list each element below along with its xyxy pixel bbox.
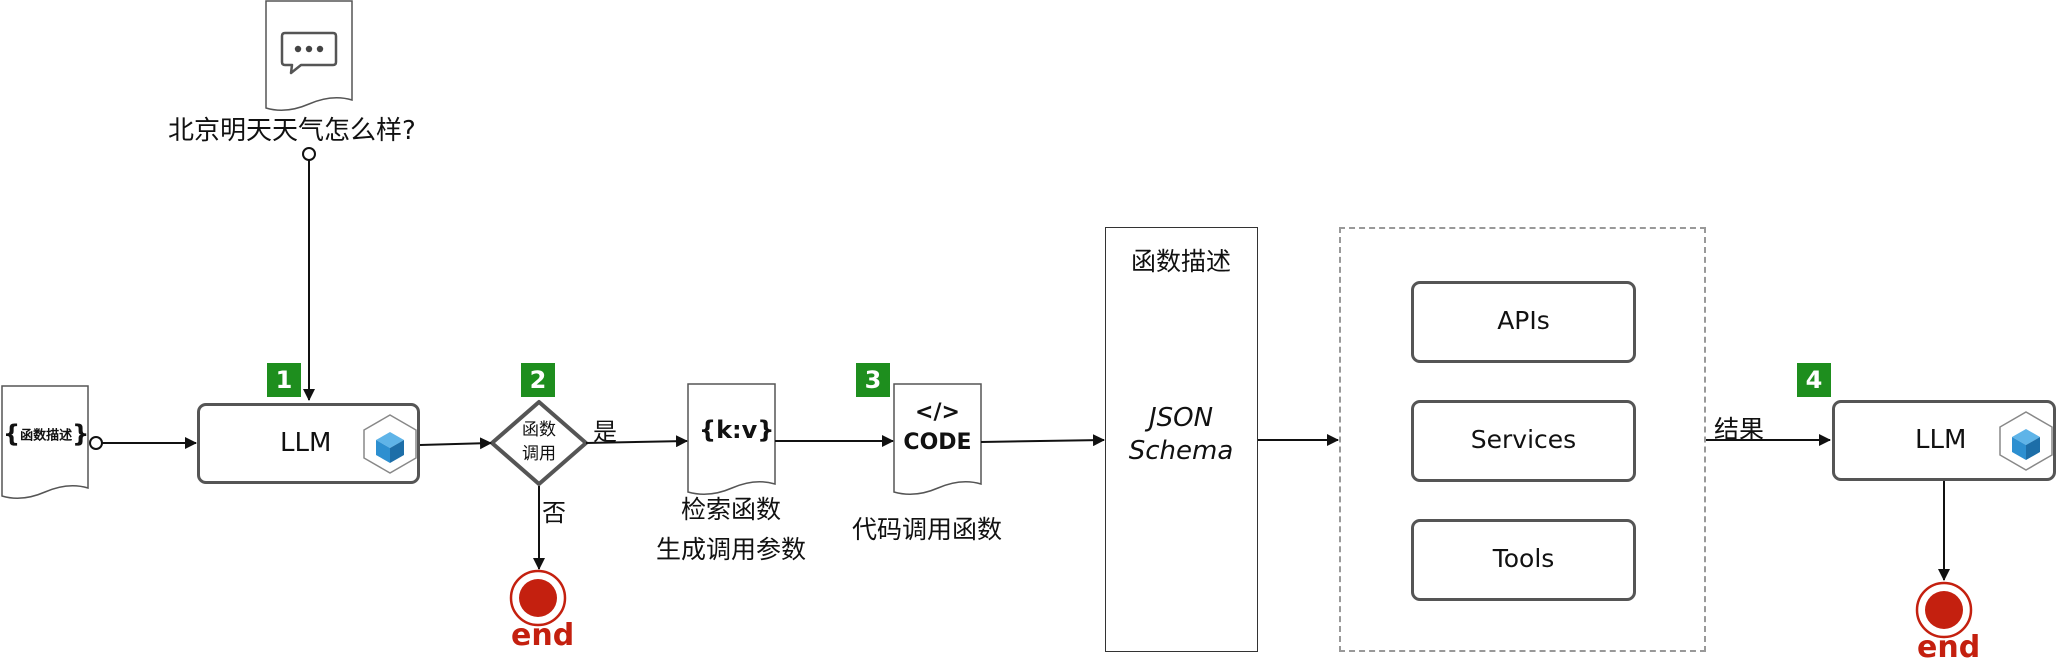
code-doc-label: </> CODE <box>894 398 981 458</box>
schema-panel: 函数描述 JSON Schema <box>1105 227 1258 652</box>
result-label: 结果 <box>1714 415 1765 444</box>
edge-code-to-schema <box>980 434 1105 447</box>
services-box: Services <box>1411 400 1636 482</box>
schema-panel-body: JSON Schema <box>1106 402 1256 468</box>
step-badge-4: 4 <box>1797 363 1831 397</box>
step-badge-2: 2 <box>521 363 555 397</box>
schema-body-line1: JSON <box>1148 403 1214 433</box>
apis-box: APIs <box>1411 281 1636 363</box>
question-connector-dot <box>302 147 316 161</box>
step-badge-1: 1 <box>267 363 301 397</box>
schema-panel-title: 函数描述 <box>1130 247 1231 276</box>
step-badge-3: 3 <box>856 363 890 397</box>
cube-icon <box>1999 411 2053 471</box>
services-label: Services <box>1470 425 1577 454</box>
decision-label: 函数 调用 <box>509 418 569 466</box>
kv-caption: 检索函数 生成调用参数 <box>631 490 831 570</box>
llm-second-label: LLM <box>1915 425 1967 455</box>
kv-document-shape <box>687 383 776 495</box>
yes-label: 是 <box>593 418 617 446</box>
function-desc-document-shape <box>1 385 89 499</box>
apis-label: APIs <box>1497 306 1550 335</box>
tools-label: Tools <box>1492 544 1555 573</box>
kv-caption-line2: 生成调用参数 <box>655 535 806 564</box>
chat-bubble-icon <box>280 31 338 75</box>
brace-close: } <box>72 420 90 448</box>
function-desc-connector-dot <box>89 436 103 450</box>
end-terminal-core <box>1925 591 1963 629</box>
llm-node: LLM <box>197 403 420 484</box>
decision-diamond <box>490 400 588 486</box>
llm-node-second: LLM <box>1832 400 2056 481</box>
edge-llm-to-decision <box>419 437 492 450</box>
no-label: 否 <box>542 499 566 527</box>
schema-body-line2: Schema <box>1128 436 1234 466</box>
brace-open: { <box>3 420 21 448</box>
code-doc-line2: CODE <box>903 430 972 455</box>
end-label: end <box>511 618 575 653</box>
decision-label-line2: 调用 <box>522 444 556 464</box>
llm-label: LLM <box>280 428 332 458</box>
code-document-shape <box>893 383 982 495</box>
end-terminal-core <box>519 579 557 617</box>
edge-decision-yes <box>585 435 688 448</box>
kv-doc-label: {k:v} <box>699 416 775 444</box>
services-group: APIs Services Tools <box>1339 227 1706 652</box>
function-desc-doc-text: 函数描述 <box>20 428 73 444</box>
decision-label-line1: 函数 <box>522 420 556 440</box>
kv-caption-line1: 检索函数 <box>680 495 781 524</box>
code-caption: 代码调用函数 <box>852 515 1003 544</box>
code-doc-line1: </> <box>915 400 960 425</box>
function-desc-doc-label: {函数描述} <box>3 420 89 448</box>
end-label: end <box>1917 630 1981 665</box>
tools-box: Tools <box>1411 519 1636 601</box>
question-text: 北京明天天气怎么样? <box>168 116 416 146</box>
cube-icon <box>363 414 417 474</box>
